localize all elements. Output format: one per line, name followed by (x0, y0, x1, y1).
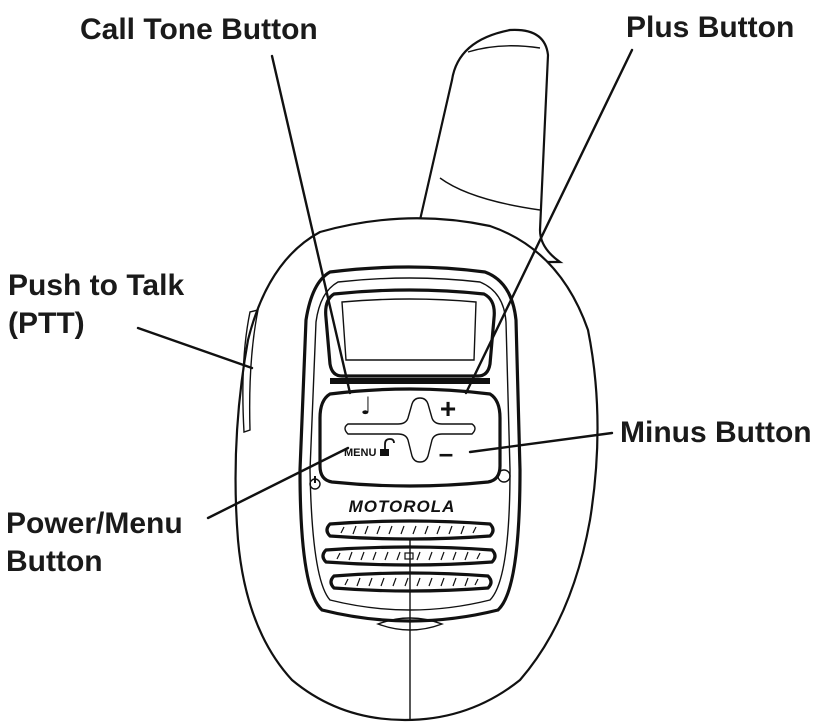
plus-label: Plus Button (626, 11, 795, 44)
minus-leader (468, 431, 614, 454)
speaker-grille (321, 519, 497, 593)
call-tone-label: Call Tone Button (80, 13, 318, 46)
ptt-leader (136, 326, 254, 370)
lock-icon (380, 438, 395, 456)
ptt-side-key (242, 309, 259, 433)
minus-label: Minus Button (620, 416, 812, 449)
bottom-notch (376, 617, 444, 631)
brand-logo: MOTOROLA (349, 497, 456, 516)
plus-symbol: + (440, 393, 456, 424)
call-tone-leader (270, 54, 352, 395)
radio-body (234, 217, 599, 722)
power-label-line2: Button (6, 545, 103, 578)
antenna (418, 28, 564, 264)
face-bezel (298, 265, 522, 623)
menu-label: MENU (344, 447, 376, 459)
display-window (324, 288, 496, 378)
minus-symbol: – (439, 438, 453, 468)
note-icon: ♩ (360, 392, 371, 420)
ptt-label-line1: Push to Talk (8, 269, 185, 302)
power-label-line1: Power/Menu (6, 507, 183, 540)
power-icon (309, 476, 321, 490)
indicator-circle (497, 469, 511, 483)
power-leader (206, 446, 350, 520)
ptt-label-line2: (PTT) (8, 307, 85, 340)
keypad (318, 387, 502, 488)
plus-leader (464, 48, 634, 395)
